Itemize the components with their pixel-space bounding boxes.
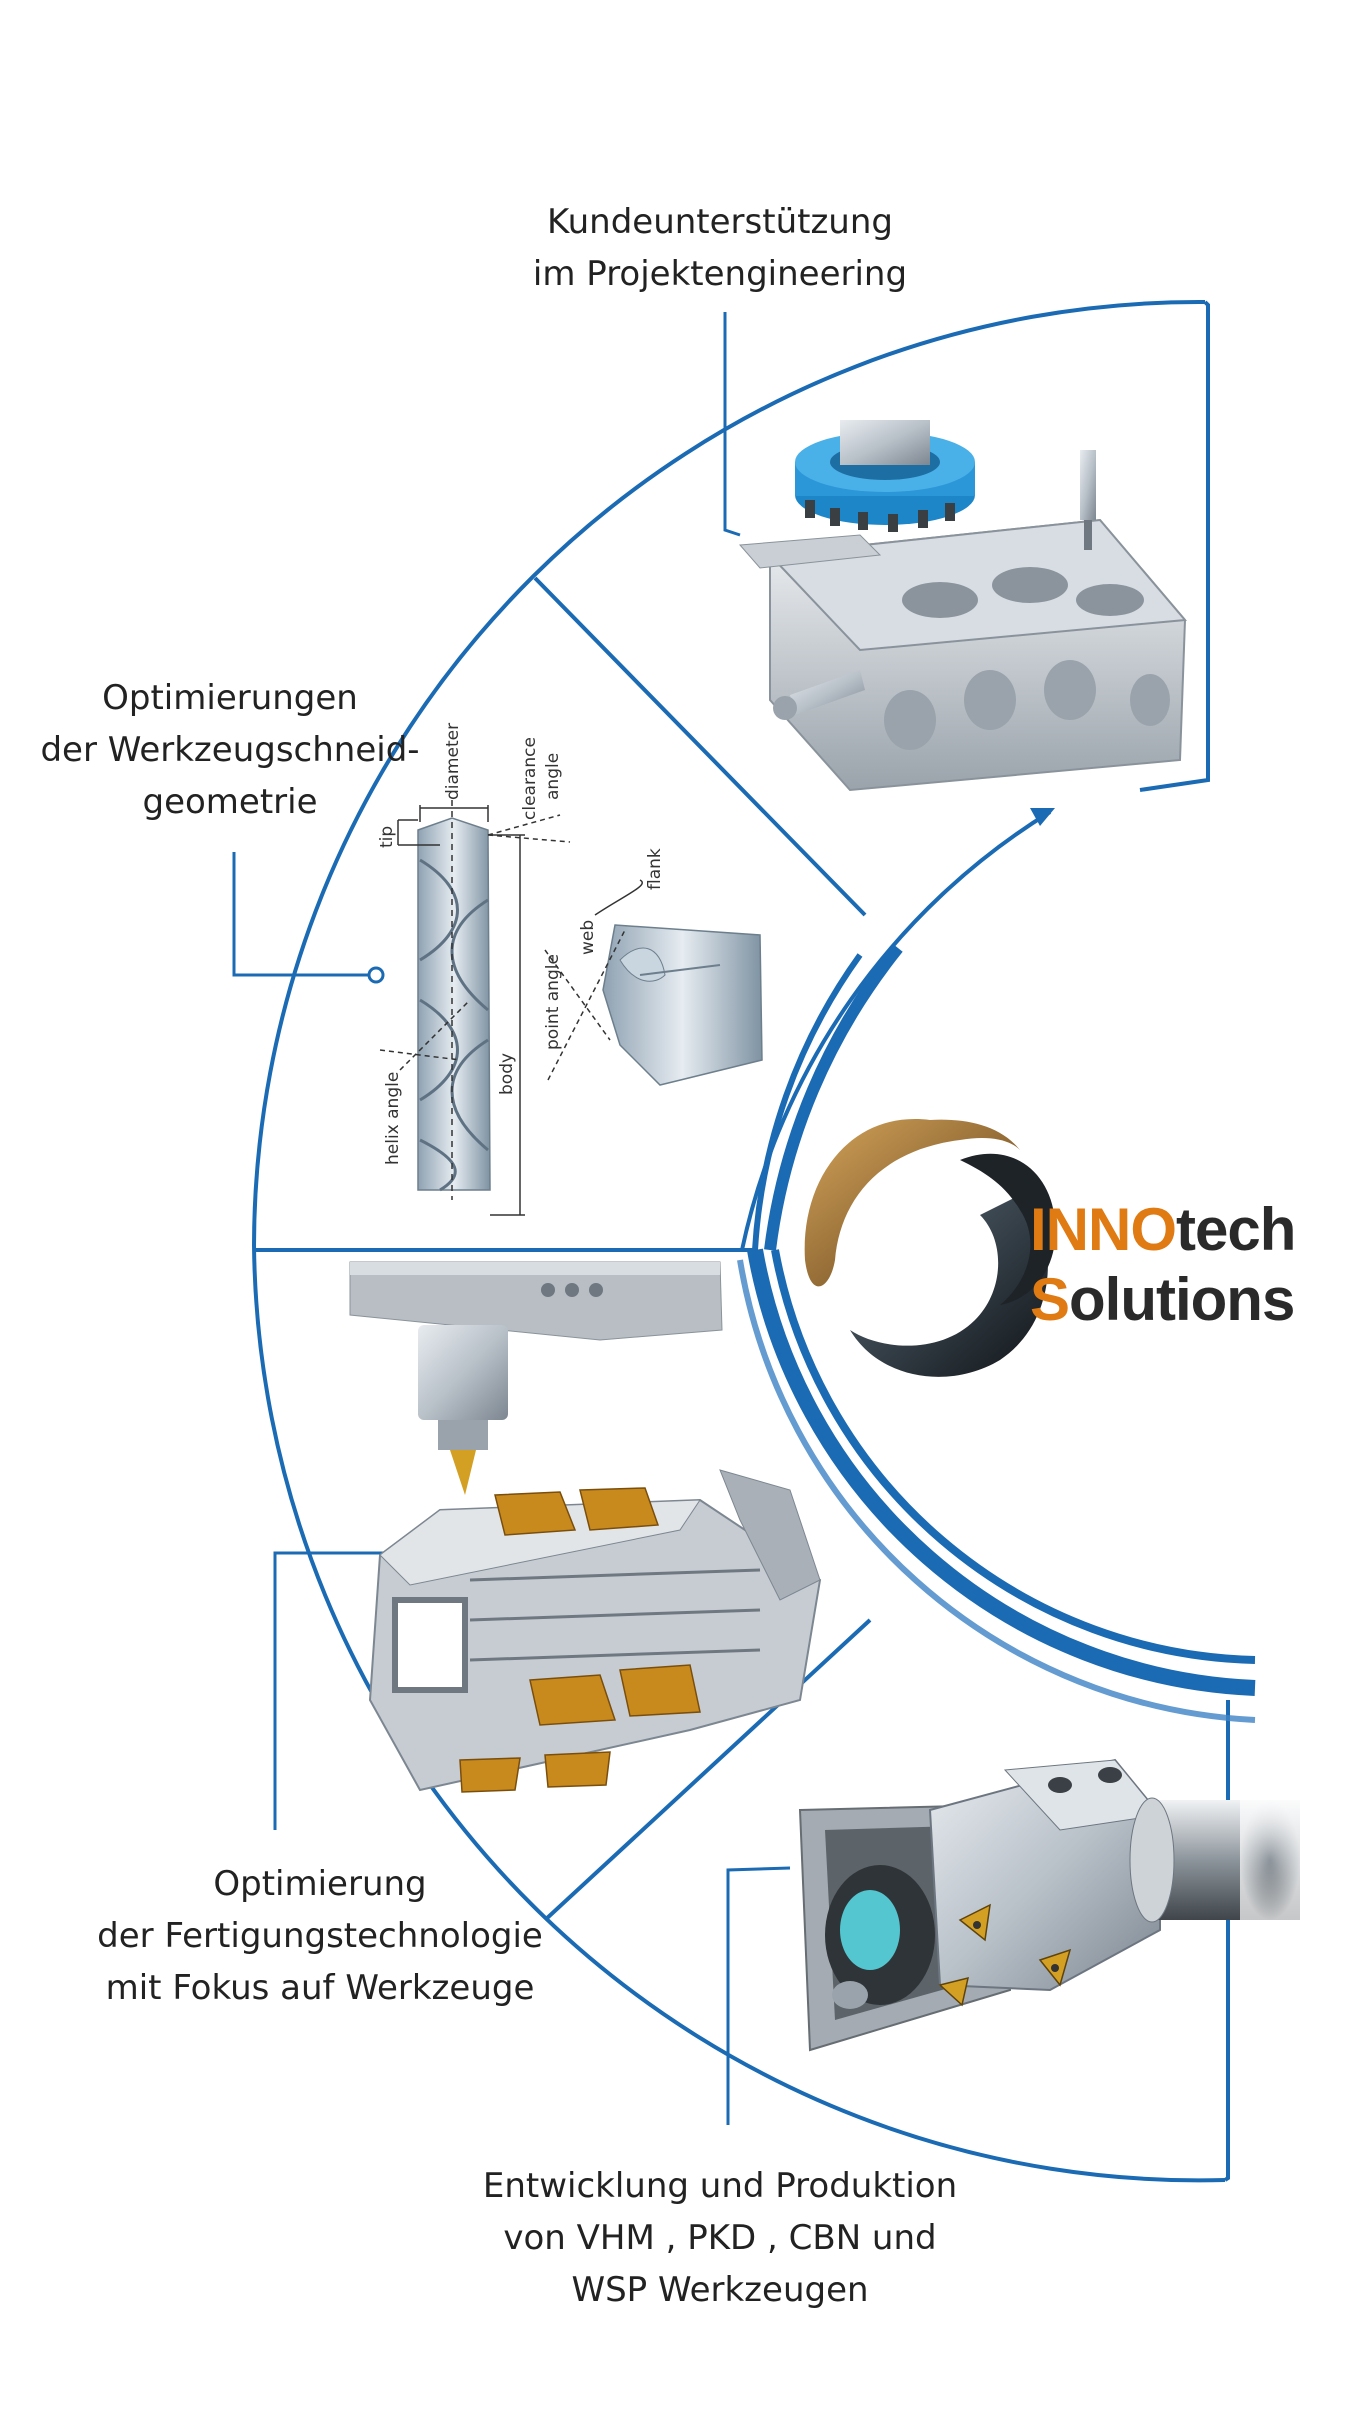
clearance-angle-label: angle (543, 753, 563, 800)
diameter-label: diameter (443, 723, 463, 800)
body-label: body (497, 1053, 517, 1095)
clearance-label: clearance (520, 737, 540, 820)
machining-fixture-illustration (349, 1261, 822, 1793)
company-logo-text: INNOtech Solutions (1030, 1200, 1296, 1333)
point-angle-label: point angle (543, 954, 563, 1050)
segment-frame (251, 299, 1230, 2183)
arrowhead-icon (1030, 808, 1055, 826)
cylinder-head-illustration (738, 420, 1188, 792)
connectors (232, 312, 791, 2125)
company-logo-mark (804, 1119, 1056, 1377)
logo-power-icon: O (1130, 1196, 1177, 1263)
logo-text-inn: INN (1030, 1196, 1131, 1263)
helix-angle-label: helix angle (383, 1072, 403, 1165)
boring-tool-illustration (798, 1758, 1300, 2052)
flank-label: flank (645, 848, 665, 890)
web-label: web (578, 920, 598, 955)
label-customer-support: Kundeunterstützung im Projektengineering (532, 202, 908, 294)
tip-label: tip (377, 826, 397, 848)
logo-text-olutions: olutions (1069, 1266, 1295, 1333)
logo-text-tech: tech (1176, 1196, 1296, 1263)
logo-text-s: S (1030, 1266, 1070, 1333)
label-geometry-optimization: Optimierungen der Werkzeugschneid- geome… (40, 678, 420, 822)
central-rings (737, 944, 1256, 1723)
label-tool-development: Entwicklung und Produktion von VHM , PKD… (482, 2166, 958, 2310)
drill-geometry-diagram: tip diameter clearance angle flank web p… (377, 723, 763, 1216)
label-manufacturing-optimization: Optimierung der Fertigungstechnologie mi… (97, 1864, 543, 2008)
